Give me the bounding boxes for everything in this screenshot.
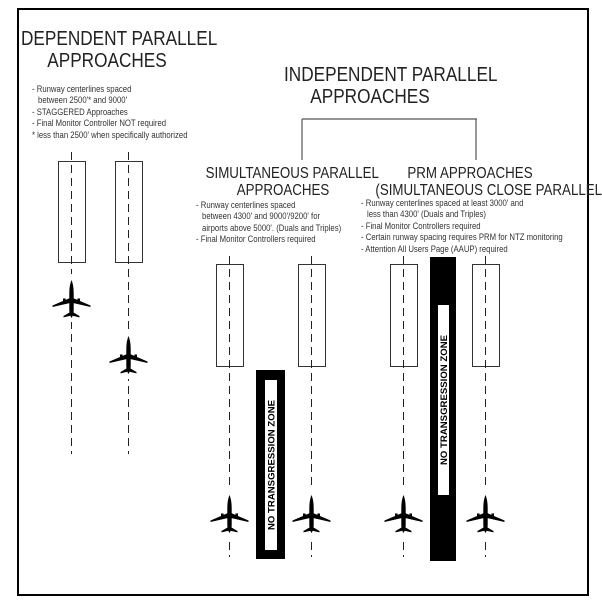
airplane-icon — [292, 495, 331, 533]
airplane-icon — [384, 495, 423, 533]
dependent-title-line2: APPROACHES — [47, 50, 167, 73]
note-item: - Runway centerlines spaced — [196, 200, 296, 210]
prm-title: PRM APPROACHES (SIMULTANEOUS CLOSE PARAL… — [375, 165, 602, 200]
simultaneous-title-line2: APPROACHES — [236, 182, 330, 200]
dependent-title-line1: DEPENDENT PARALLEL — [21, 28, 218, 50]
diagram-frame — [17, 8, 589, 596]
note-item: - Final Monitor Controller NOT required — [32, 118, 167, 129]
airplane-icon — [52, 280, 91, 318]
prm-title-line1: PRM APPROACHES — [407, 165, 533, 182]
note-item: - STAGGERED Approaches — [32, 106, 128, 117]
airplane-icon — [210, 495, 249, 533]
note-item: between 4300' and 9000'/9200' for — [202, 211, 321, 222]
simultaneous-title-line1: SIMULTANEOUS PARALLEL — [205, 165, 379, 182]
airplane-icon — [109, 336, 148, 374]
ntz-label: NO TRANSGRESSION ZONE — [267, 399, 278, 530]
simultaneous-ntz: NO TRANSGRESSION ZONE — [256, 370, 285, 559]
independent-title: INDEPENDENT PARALLEL APPROACHES — [284, 64, 498, 109]
note-item: - Final Monitor Controllers required — [196, 234, 316, 245]
note-item: - Attention All Users Page (AAUP) requir… — [361, 243, 508, 254]
airplane-icon — [466, 495, 505, 533]
note-item: - Runway centerlines spaced — [32, 84, 132, 94]
dependent-title: DEPENDENT PARALLEL APPROACHES — [21, 28, 218, 73]
note-item: - Certain runway spacing requires PRM fo… — [361, 232, 563, 243]
prm-ntz: NO TRANSGRESSION ZONE — [430, 257, 456, 561]
note-item: * less than 2500' when specifically auth… — [32, 129, 188, 140]
prm-title-line2: (SIMULTANEOUS CLOSE PARALLEL) — [375, 182, 602, 200]
independent-title-line2: APPROACHES — [310, 86, 430, 109]
note-item: - Runway centerlines spaced at least 300… — [361, 198, 524, 208]
note-item: between 2500'* and 9000' — [38, 95, 128, 106]
category-bracket — [301, 118, 477, 160]
independent-title-line1: INDEPENDENT PARALLEL — [284, 64, 498, 86]
note-item: - Final Monitor Controllers required — [361, 220, 481, 231]
simultaneous-title: SIMULTANEOUS PARALLEL APPROACHES — [205, 165, 379, 200]
note-item: airports above 5000'. (Duals and Triples… — [202, 222, 342, 233]
dependent-notes: - Runway centerlines spaced between 2500… — [32, 84, 188, 141]
note-item: less than 4300' (Duals and Triples) — [367, 209, 486, 220]
simultaneous-notes: - Runway centerlines spaced between 4300… — [196, 200, 341, 246]
ntz-label: NO TRANSGRESSION ZONE — [439, 334, 450, 465]
prm-notes: - Runway centerlines spaced at least 300… — [361, 198, 563, 255]
